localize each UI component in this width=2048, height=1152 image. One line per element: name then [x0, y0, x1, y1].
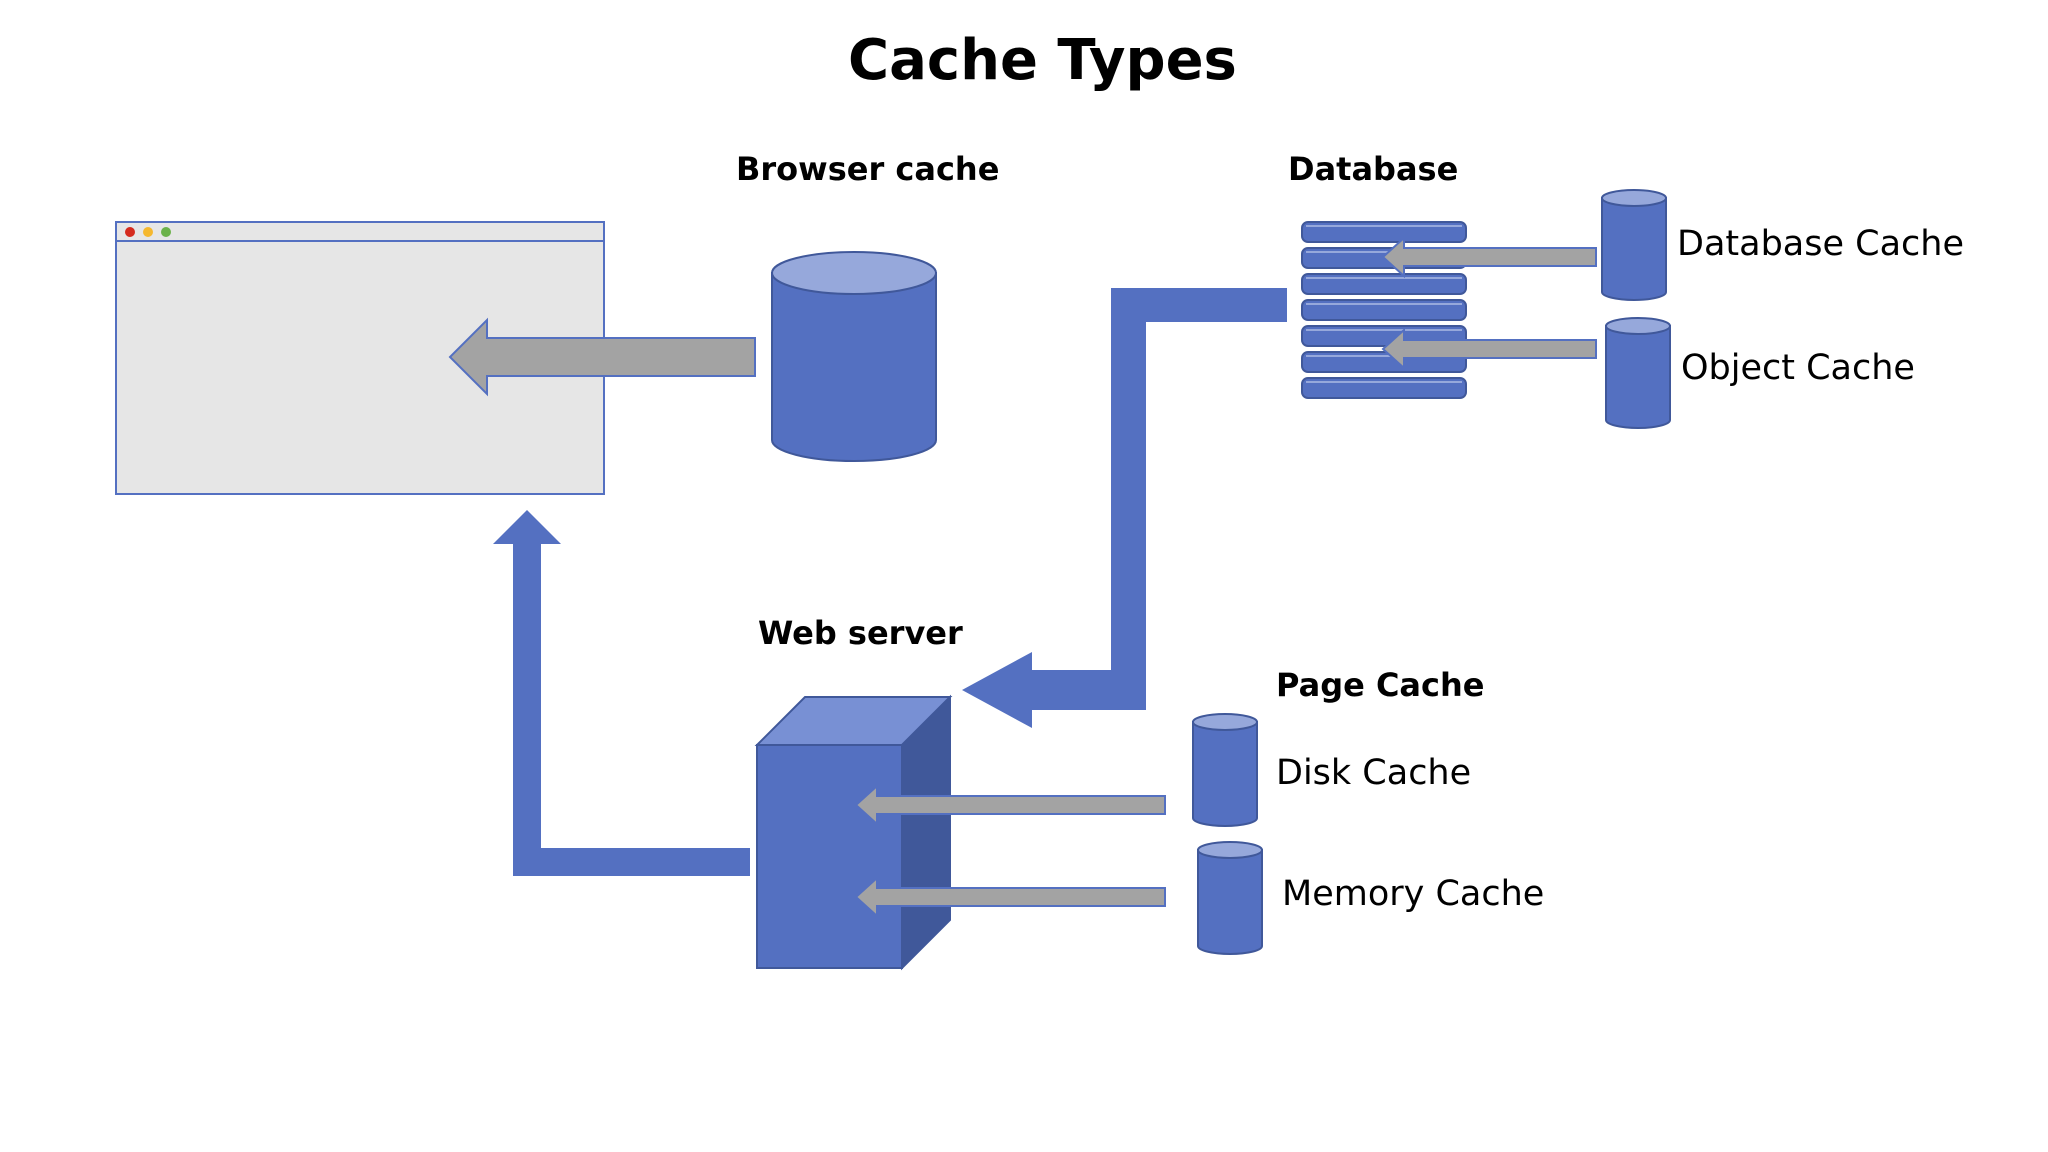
- database-cache-label: Database Cache: [1677, 224, 1964, 264]
- server-box-icon: [754, 694, 953, 971]
- database-cache-cylinder-icon: [1601, 189, 1667, 301]
- memory-cache-cylinder-icon: [1197, 841, 1263, 955]
- web-server-label: Web server: [758, 614, 963, 652]
- disk-cache-arrow-icon: [854, 783, 1166, 827]
- window-minimize-dot: [143, 227, 153, 237]
- browser-cache-arrow-icon: [448, 317, 756, 397]
- object-cache-label: Object Cache: [1681, 348, 1915, 388]
- database-label: Database: [1288, 150, 1459, 188]
- window-maximize-dot: [161, 227, 171, 237]
- object-cache-arrow-icon: [1381, 327, 1597, 371]
- window-close-dot: [125, 227, 135, 237]
- memory-cache-label: Memory Cache: [1282, 874, 1545, 914]
- memory-cache-arrow-icon: [854, 875, 1166, 919]
- disk-cache-cylinder-icon: [1192, 713, 1258, 827]
- database-cache-arrow-icon: [1381, 235, 1597, 279]
- webserver-to-browser-arrow-icon: [493, 510, 750, 876]
- disk-cache-label: Disk Cache: [1276, 753, 1472, 793]
- database-to-webserver-arrow-icon: [962, 288, 1287, 728]
- browser-cache-label: Browser cache: [736, 150, 1000, 188]
- page-cache-label: Page Cache: [1276, 666, 1485, 704]
- browser-cache-cylinder-icon: [771, 251, 937, 462]
- page-title: Cache Types: [848, 28, 1237, 93]
- object-cache-cylinder-icon: [1605, 317, 1671, 429]
